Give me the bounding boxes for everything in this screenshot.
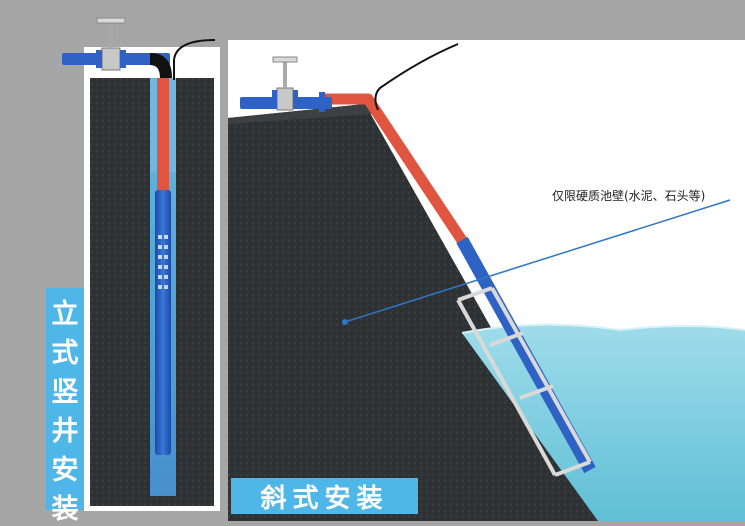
gate-valve-icon	[96, 17, 126, 71]
vertical-label-char: 井	[51, 416, 79, 447]
pipe-elbow	[150, 53, 172, 78]
vertical-label-char: 立	[51, 299, 79, 330]
pump-intake-holes	[158, 235, 168, 289]
wall-rock	[228, 104, 600, 521]
vertical-label-char: 式	[51, 338, 79, 369]
vertical-install-label: 立 式 竖 井 安 装	[46, 288, 84, 525]
incline-install-label: 斜式安装	[231, 478, 418, 514]
vertical-label-char: 安	[51, 455, 79, 486]
gate-valve-icon	[272, 56, 325, 112]
vertical-well-panel	[62, 17, 220, 511]
power-cable	[374, 43, 459, 111]
vertical-label-char: 竖	[51, 377, 79, 408]
pump-body	[155, 190, 171, 455]
discharge-pipe-red	[320, 93, 470, 249]
support-frame	[456, 286, 592, 477]
wall-callout-text: 仅限硬质池壁(水泥、石头等)	[552, 189, 706, 203]
vertical-label-char: 装	[51, 494, 79, 525]
wall-top	[228, 104, 372, 124]
callout-leader	[344, 199, 731, 323]
riser-pipe-red	[157, 78, 169, 190]
inclined-panel	[228, 40, 745, 521]
power-cable-top	[173, 39, 216, 61]
callout-dot	[342, 319, 348, 325]
